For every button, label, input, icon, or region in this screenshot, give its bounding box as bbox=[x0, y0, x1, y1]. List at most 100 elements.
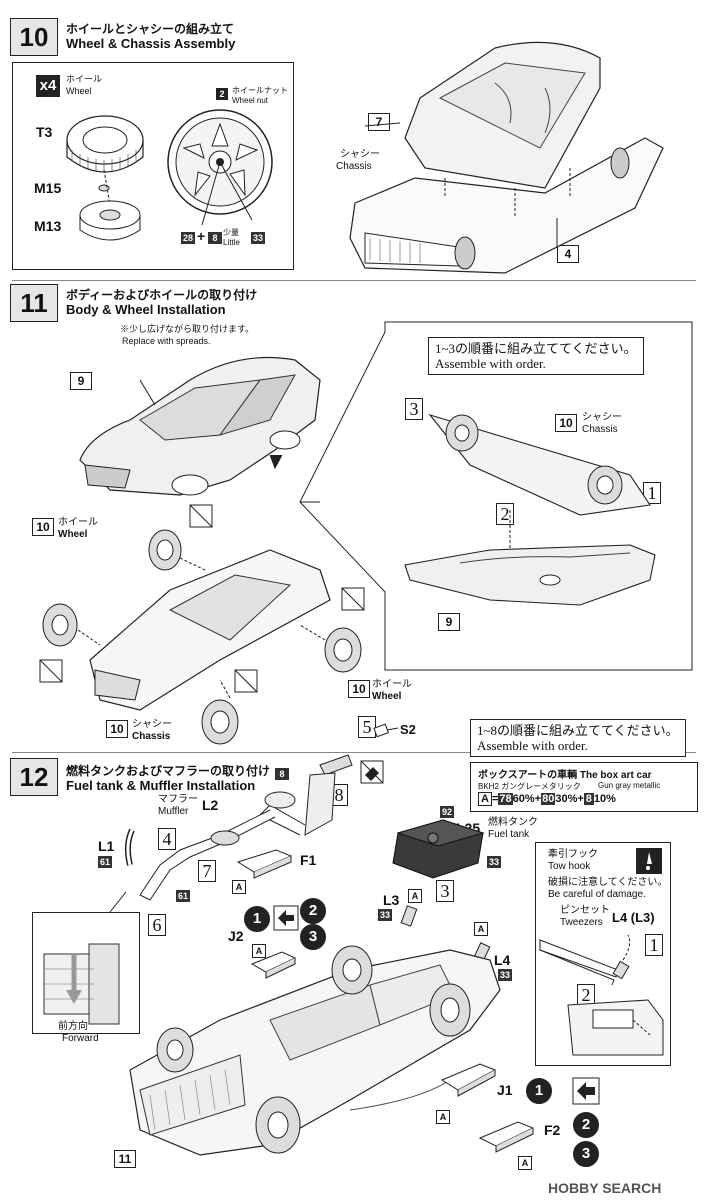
arrow-icon-j1 bbox=[572, 1077, 600, 1105]
inset-pointer-lines bbox=[109, 891, 127, 913]
caution-icon bbox=[636, 848, 662, 874]
runner-a-f2: A bbox=[518, 1156, 532, 1170]
tow-hook-jp: 牽引フック bbox=[548, 849, 598, 860]
box-art-title: ボックスアートの車輌 The box art car bbox=[478, 770, 652, 781]
chassis-jp-11: シャシー bbox=[132, 719, 172, 730]
muffler-part-8: 8 bbox=[275, 768, 289, 780]
step-11-order-note: 1~3の順番に組み立ててください。 Assemble with order. bbox=[428, 337, 644, 375]
paint-code-33: 33 bbox=[251, 232, 265, 244]
wheel-face-illustration bbox=[167, 109, 273, 226]
part-4-tag: 4 bbox=[557, 245, 579, 263]
step-11-title-en: Body & Wheel Installation bbox=[66, 302, 226, 317]
j2-part-illustration bbox=[250, 951, 297, 979]
runner-a-l4: A bbox=[474, 922, 488, 936]
runner-a-j2: A bbox=[252, 944, 266, 958]
little-jp: 少量 bbox=[223, 228, 239, 237]
step-11-rule bbox=[12, 280, 696, 281]
part-j1: J1 bbox=[497, 1082, 513, 1098]
order-2: 2 bbox=[496, 503, 514, 525]
fuel-tank-jp: 燃料タンク bbox=[488, 817, 538, 828]
wheel-en-left: Wheel bbox=[58, 529, 88, 540]
order-6: 6 bbox=[148, 914, 166, 936]
chassis-10-tag-order: 10 bbox=[555, 414, 577, 432]
step-c3-f2: 3 bbox=[573, 1141, 599, 1167]
little-en: Little bbox=[223, 238, 240, 247]
underbody-car-illustration bbox=[129, 945, 501, 1156]
formula-60: 60%+ bbox=[512, 793, 542, 805]
formula-eq: = bbox=[491, 793, 499, 805]
wheel-nut-jp: ホイールナット bbox=[232, 86, 288, 95]
chassis-label-jp: シャシー bbox=[340, 149, 380, 160]
detail-inset-illustration bbox=[43, 943, 120, 1025]
paint-61-a: 61 bbox=[98, 856, 112, 868]
formula-78: 78 bbox=[498, 793, 513, 805]
order-1: 1 bbox=[643, 482, 661, 504]
step-12-rule bbox=[12, 752, 696, 753]
chassis-en-11: Chassis bbox=[132, 731, 171, 742]
spread-note-jp: ※少し広げながら取り付けます。 bbox=[120, 324, 255, 334]
body-9-tag-order: 9 bbox=[438, 613, 460, 631]
step-10-title-en: Wheel & Chassis Assembly bbox=[66, 36, 236, 51]
step-c3-f1: 3 bbox=[300, 924, 326, 950]
step-12-title-jp: 燃料タンクおよびマフラーの取り付け bbox=[66, 764, 271, 778]
chassis-interior-illustration bbox=[349, 41, 664, 274]
order-5: 5 bbox=[358, 716, 376, 738]
forward-jp: 前方向 bbox=[58, 1021, 88, 1032]
step-c1-j1: 1 bbox=[526, 1078, 552, 1104]
formula-8: 8 bbox=[583, 793, 594, 805]
wheel-nut-number: 2 bbox=[216, 88, 228, 100]
formula-30: 30%+ bbox=[555, 793, 584, 805]
no-glue-icon-s2 bbox=[360, 760, 384, 784]
order-3-tank: 3 bbox=[436, 880, 454, 902]
muffler-illustration bbox=[124, 754, 353, 901]
fuel-tank-illustration bbox=[392, 819, 485, 879]
car-body-illustration bbox=[79, 356, 321, 496]
part-t3: T3 bbox=[36, 124, 53, 140]
step-12-title-en: Fuel tank & Muffler Installation bbox=[66, 778, 256, 793]
order-chassis-jp: シャシー bbox=[582, 412, 622, 423]
paint-33-l4: 33 bbox=[498, 969, 512, 981]
wheel-en-right: Wheel bbox=[372, 691, 402, 702]
order-7: 7 bbox=[198, 860, 216, 882]
paint-33-tank: 33 bbox=[487, 856, 501, 868]
paint-code-8: 8 bbox=[208, 232, 222, 244]
order12-note-en: Assemble with order. bbox=[477, 738, 588, 753]
chassis-with-wheels-illustration bbox=[39, 504, 365, 745]
step-10-title-jp: ホイールとシャシーの組み立て bbox=[66, 22, 235, 36]
tweezers-jp: ピンセット bbox=[560, 905, 610, 916]
part-l4-l3: L4 (L3) bbox=[612, 910, 655, 925]
step-12-order-note: 1~8の順番に組み立ててください。 Assemble with order. bbox=[470, 719, 686, 757]
step-c2-f1: 2 bbox=[300, 898, 326, 924]
chassis-label-en: Chassis bbox=[336, 161, 372, 172]
muffler-en: Muffler bbox=[158, 806, 189, 817]
f1-part-illustration bbox=[236, 849, 293, 879]
step-c2-f2: 2 bbox=[573, 1112, 599, 1138]
wheel-10-tag-left: 10 bbox=[32, 518, 54, 536]
step-10-number: 10 bbox=[10, 18, 58, 56]
wheel-10-tag-right: 10 bbox=[348, 680, 370, 698]
box-art-sub-en: Gun gray metallic bbox=[598, 781, 661, 790]
x4-badge: x4 bbox=[36, 75, 60, 97]
tow-order-1: 1 bbox=[645, 934, 663, 956]
f2-part-illustration bbox=[478, 1121, 535, 1153]
muffler-jp: マフラー bbox=[158, 794, 198, 805]
runner-a-l3: A bbox=[408, 889, 422, 903]
part-l2: L2 bbox=[202, 797, 219, 813]
chassis-10-tag: 10 bbox=[106, 720, 128, 738]
order12-note-jp: 1~8の順番に組み立ててください。 bbox=[477, 723, 679, 738]
order-3: 3 bbox=[405, 398, 423, 420]
part-l3: L3 bbox=[383, 892, 400, 908]
wheel-label-jp: ホイール bbox=[66, 74, 103, 84]
paint-33-l3: 33 bbox=[378, 909, 392, 921]
fuel-tank-en: Fuel tank bbox=[488, 829, 530, 840]
tweezers-en: Tweezers bbox=[560, 917, 603, 928]
forward-en: Forward bbox=[62, 1033, 99, 1044]
j1-part-illustration bbox=[440, 1063, 497, 1097]
tweezers-illustration bbox=[539, 934, 664, 1056]
car-11-tag: 11 bbox=[114, 1150, 136, 1168]
l3-part-illustration bbox=[400, 905, 418, 927]
body-part-9-tag: 9 bbox=[70, 372, 92, 390]
spread-note-en: Replace with spreads. bbox=[122, 336, 211, 346]
paint-code-28: 28 bbox=[181, 232, 195, 244]
